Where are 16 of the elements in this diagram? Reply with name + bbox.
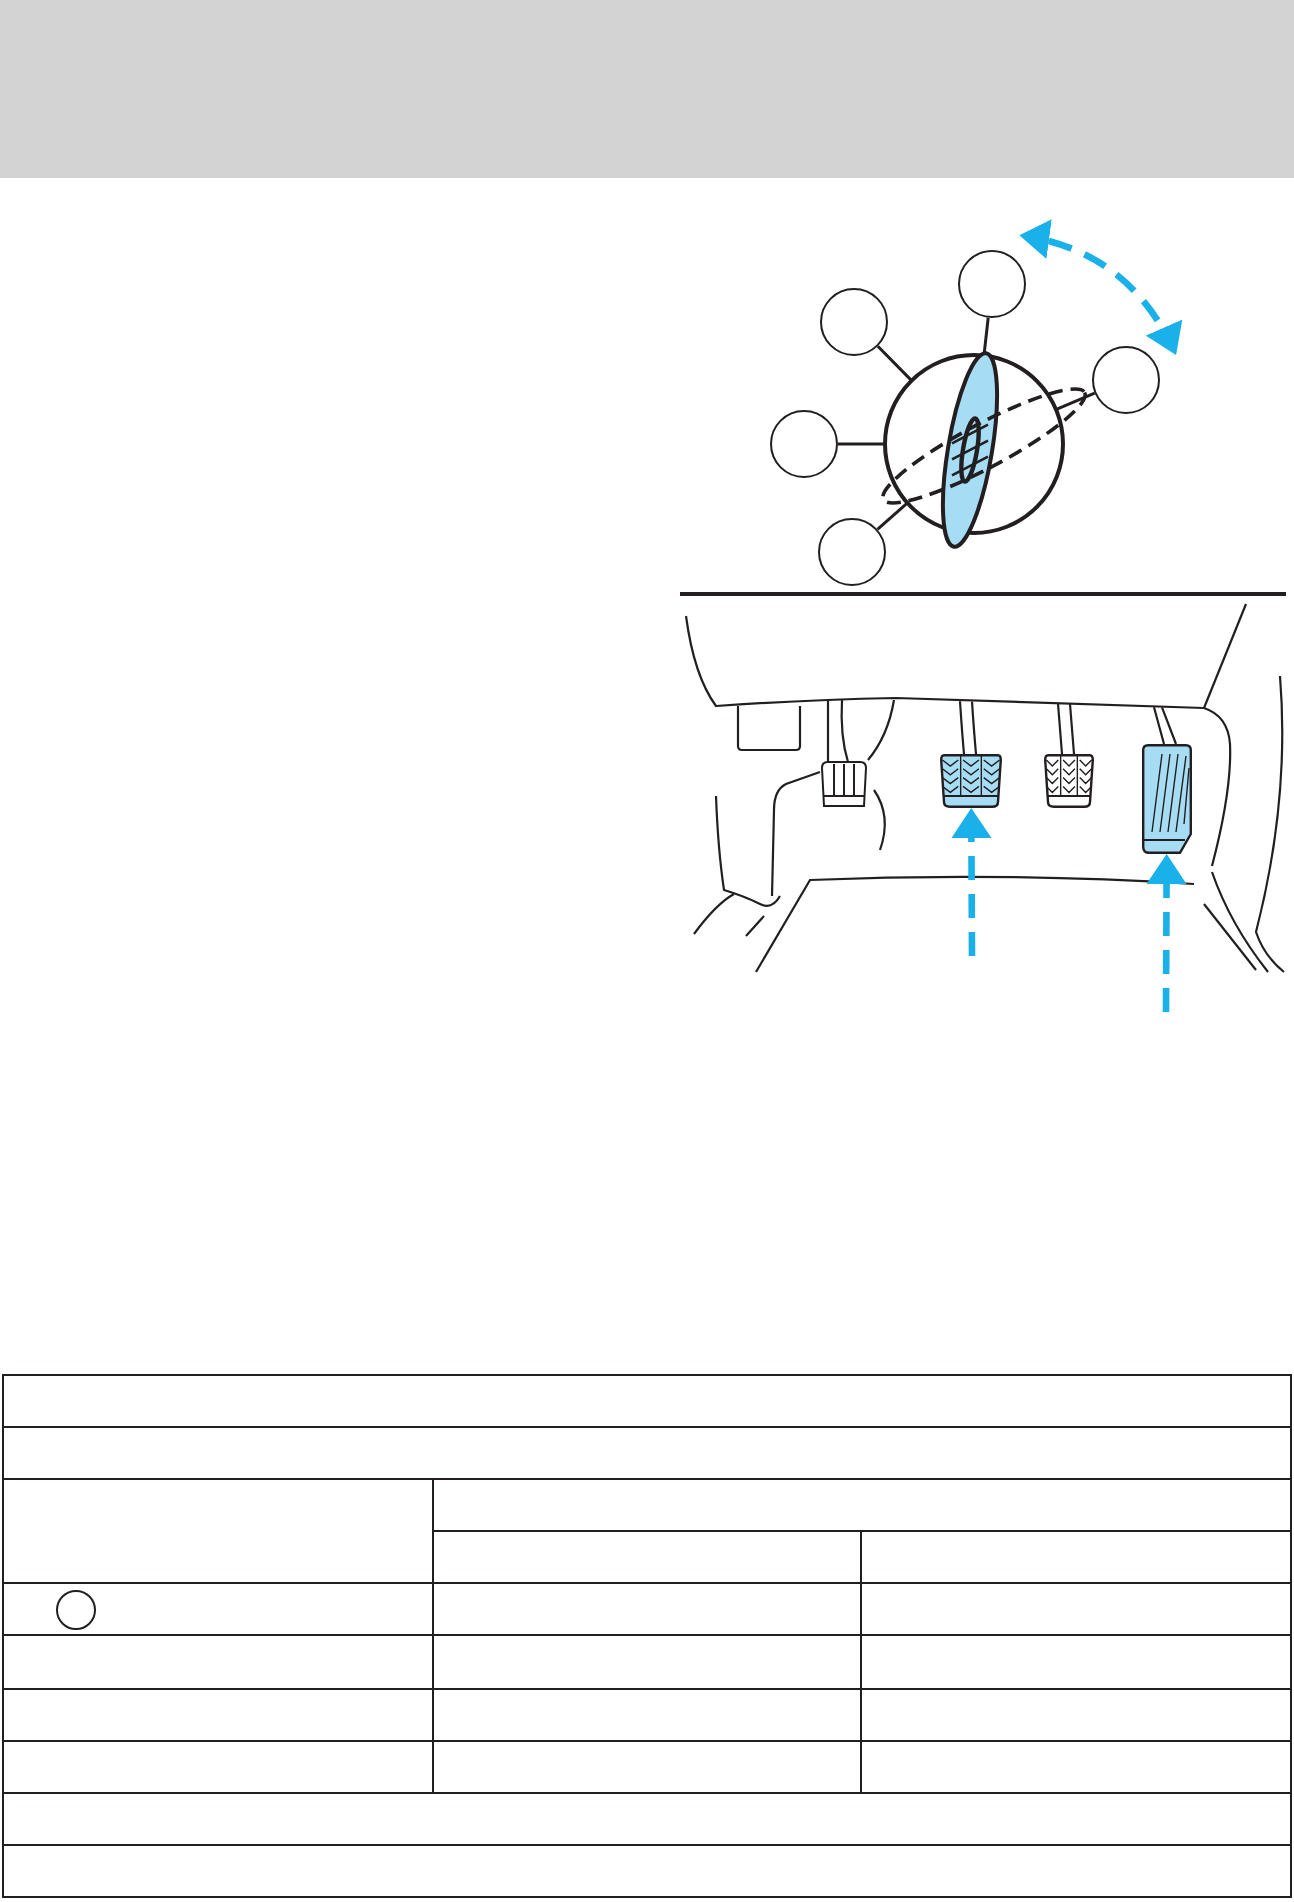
accelerator-pedal (1142, 706, 1192, 854)
callout-circle (770, 410, 838, 478)
arrow (951, 808, 992, 956)
arrow (1018, 220, 1182, 357)
callout-circle (958, 250, 1026, 318)
pedal (940, 700, 1002, 808)
callout-circle (56, 1590, 96, 1630)
callout-circle (818, 518, 886, 586)
leader-line (876, 345, 912, 381)
callout-circle (1092, 346, 1160, 414)
leader-line (1056, 391, 1096, 411)
callout-circle (820, 288, 888, 356)
leader-line (982, 317, 990, 355)
leader-line (838, 442, 884, 446)
arrow (1146, 854, 1187, 1012)
leader-line (876, 502, 908, 531)
